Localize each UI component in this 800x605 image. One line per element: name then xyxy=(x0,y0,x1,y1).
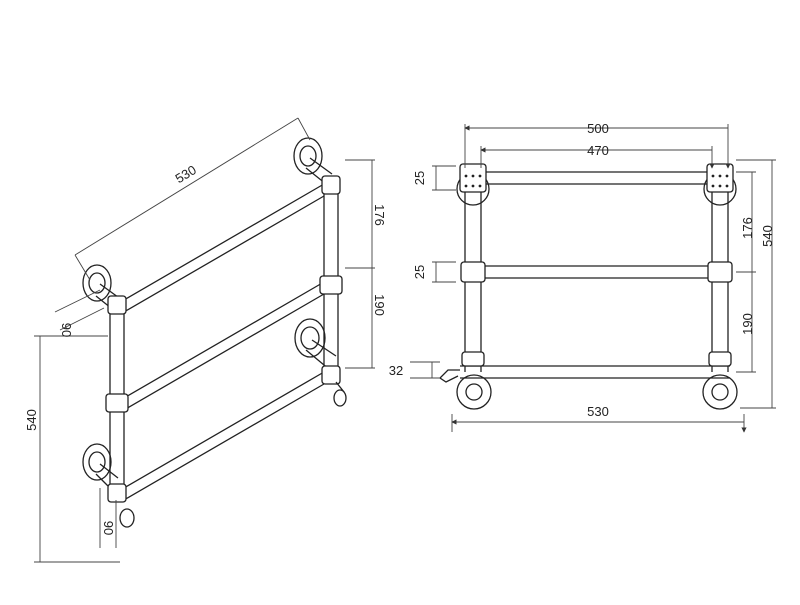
front-rail-middle xyxy=(481,265,712,279)
dim-front-bracket-mid: 25 xyxy=(412,265,427,279)
dim-front-bracket-top: 25 xyxy=(412,171,427,185)
end-cap-bottom-right xyxy=(333,389,347,407)
joint-top-right xyxy=(321,175,341,195)
front-heating-element xyxy=(438,369,460,383)
dim-perspective-height-lower: 190 xyxy=(372,294,387,316)
perspective-view xyxy=(34,117,375,563)
joint-bottom-right xyxy=(321,365,341,385)
front-flange-bottom-right xyxy=(702,374,738,410)
joint-bottom-left xyxy=(107,483,127,503)
front-bolt-dots xyxy=(464,174,729,188)
joint-mid-right xyxy=(319,275,343,295)
dim-front-element-offset: 32 xyxy=(389,363,403,378)
dim-perspective-depth-bottom: 90 xyxy=(101,521,116,535)
joint-mid-left xyxy=(105,393,129,413)
wall-flange-top-right xyxy=(293,137,323,175)
dim-front-width-outer: 500 xyxy=(587,121,609,136)
front-joint-bottom-right xyxy=(708,351,732,367)
front-rail-bottom xyxy=(460,365,730,379)
front-view xyxy=(410,124,776,432)
end-cap-bottom-left xyxy=(119,508,135,528)
dim-perspective-height-upper: 176 xyxy=(372,204,387,226)
dim-front-height-lower: 190 xyxy=(740,313,755,335)
dim-lines-perspective xyxy=(34,117,375,563)
front-joint-bottom-left xyxy=(461,351,485,367)
front-flange-bottom-left xyxy=(456,374,492,410)
wall-flange-top-left xyxy=(82,264,112,302)
rail-top xyxy=(123,183,325,313)
dim-perspective-width-top: 530 xyxy=(173,162,199,186)
front-joint-mid-left xyxy=(460,261,486,283)
wall-flange-bottom-right xyxy=(294,318,326,358)
dim-lines-front xyxy=(410,124,776,432)
rail-middle xyxy=(123,281,325,411)
dim-perspective-depth-top: 90 xyxy=(59,323,74,337)
rail-bottom xyxy=(123,371,325,501)
dim-front-height-total: 540 xyxy=(760,225,775,247)
front-joint-top-left xyxy=(459,163,487,193)
dim-front-width-inner: 470 xyxy=(587,143,609,158)
dim-front-width-bottom: 530 xyxy=(587,404,609,419)
dim-perspective-height-total: 540 xyxy=(24,409,39,431)
joint-top-left xyxy=(107,295,127,315)
front-joint-top-right xyxy=(706,163,734,193)
dim-front-height-upper: 176 xyxy=(740,217,755,239)
front-joint-mid-right xyxy=(707,261,733,283)
wall-flange-bottom-left xyxy=(82,443,112,481)
front-rail-top xyxy=(481,171,712,185)
